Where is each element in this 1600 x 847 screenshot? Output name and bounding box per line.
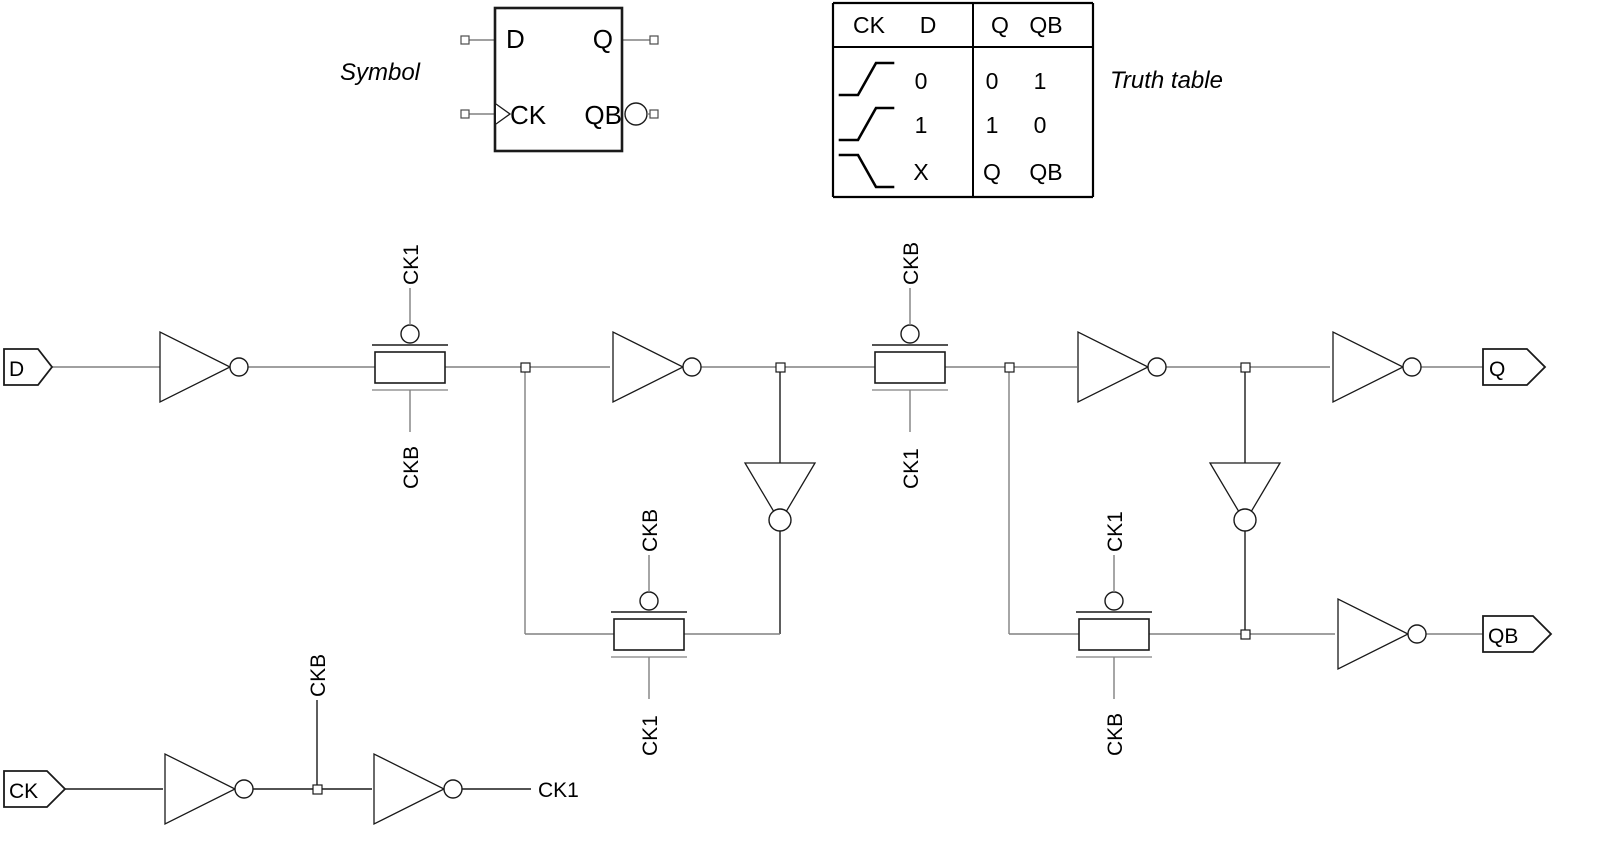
truth-header-q: Q <box>991 12 1009 38</box>
net-label-ck1-slave-fb-top: CK1 <box>1104 511 1127 552</box>
rising-edge-icon-1 <box>838 61 895 97</box>
symbol-pin-q-label: Q <box>593 24 613 54</box>
master-feedback-inverter-rail <box>684 367 781 635</box>
truth-cell-d-1: 0 <box>915 68 928 94</box>
inverter-input-buffer <box>159 330 249 404</box>
pin-d-input[interactable]: D <box>3 348 54 386</box>
table-row: X Q QB <box>838 153 1063 189</box>
pin-q-output[interactable]: Q <box>1482 348 1547 386</box>
truth-cell-qb-2: 0 <box>1034 112 1047 138</box>
truth-cell-q-1: 0 <box>986 68 999 94</box>
pin-qb-label: QB <box>1488 625 1518 648</box>
pin-ck-input[interactable]: CK <box>3 770 67 808</box>
truth-cell-qb-1: 1 <box>1034 68 1047 94</box>
net-label-ck1-clockgen: CK1 <box>538 779 579 802</box>
truth-cell-q-2: 1 <box>986 112 999 138</box>
truth-cell-qb-3: QB <box>1029 159 1062 185</box>
junction-master-output <box>775 362 786 373</box>
symbol-group: D CK Q QB <box>460 6 659 153</box>
pin-d-label: D <box>9 358 24 381</box>
inverter-slave-forward <box>1077 330 1167 404</box>
net-label-ck1-slave-bottom: CK1 <box>900 448 923 489</box>
junction-master-node <box>520 362 531 373</box>
symbol-caption: Symbol <box>340 59 421 86</box>
master-feedback-rail <box>524 367 614 635</box>
pass-gate-slave-feedback: CK1 CKB <box>1076 511 1152 756</box>
junction-ckb-tap <box>312 784 323 795</box>
symbol-pin-qb-label: QB <box>584 100 622 130</box>
rising-edge-icon-2 <box>838 106 895 142</box>
net-label-ckb-master-fb-top: CKB <box>639 509 662 552</box>
truth-header-d: D <box>920 12 937 38</box>
truth-table-group: CK D Q QB 0 0 1 1 1 0 X Q <box>831 1 1095 199</box>
pin-ck-label: CK <box>9 780 38 803</box>
symbol-pin-ck-label: CK <box>510 100 547 130</box>
pin-q-label: Q <box>1489 358 1505 381</box>
pass-gate-master-feedback: CKB CK1 <box>611 509 687 756</box>
symbol-input-d-wire <box>460 35 495 45</box>
truth-table-caption: Truth table <box>1110 67 1223 94</box>
slave-feedback-rail <box>1008 367 1079 635</box>
table-row: 0 0 1 <box>838 61 1047 97</box>
net-label-ck1-master-top: CK1 <box>400 244 423 285</box>
symbol-input-ck-wire <box>460 109 495 119</box>
net-label-ckb-slave-top: CKB <box>900 242 923 285</box>
truth-cell-d-2: 1 <box>915 112 928 138</box>
symbol-output-qb-wire <box>624 102 659 126</box>
net-label-ckb-clockgen: CKB <box>307 654 330 697</box>
falling-edge-icon <box>838 153 895 189</box>
truth-header-ck: CK <box>853 12 886 38</box>
inverter-master-forward <box>612 330 702 404</box>
inverter-qb-output <box>1337 597 1427 671</box>
junction-slave-node <box>1004 362 1015 373</box>
inverter-master-feedback <box>743 462 817 532</box>
truth-cell-d-3: X <box>913 159 928 185</box>
clock-generator-group: CK CKB CK1 <box>3 654 579 826</box>
inverter-clock-1 <box>164 752 254 826</box>
pass-gate-slave-input: CKB CK1 <box>872 242 948 489</box>
symbol-output-q-wire <box>622 35 659 45</box>
slave-feedback-inverter-rail <box>1149 367 1246 635</box>
inverter-clock-2 <box>373 752 463 826</box>
pass-gate-master-input: CK1 CKB <box>372 244 448 489</box>
net-label-ckb-slave-fb-bottom: CKB <box>1104 713 1127 756</box>
net-label-ck1-master-fb-bottom: CK1 <box>639 715 662 756</box>
net-label-ckb-master-bottom: CKB <box>400 446 423 489</box>
inverter-slave-feedback <box>1208 462 1282 532</box>
pin-qb-output[interactable]: QB <box>1482 615 1553 653</box>
junction-slave-output <box>1240 362 1251 373</box>
clock-wedge-icon <box>495 103 512 125</box>
truth-header-qb: QB <box>1029 12 1062 38</box>
symbol-body <box>493 6 624 153</box>
table-row: 1 1 0 <box>838 106 1047 142</box>
truth-cell-q-3: Q <box>983 159 1001 185</box>
symbol-pin-d-label: D <box>506 24 525 54</box>
inverter-q-output <box>1332 330 1422 404</box>
junction-qb-node <box>1240 629 1251 640</box>
